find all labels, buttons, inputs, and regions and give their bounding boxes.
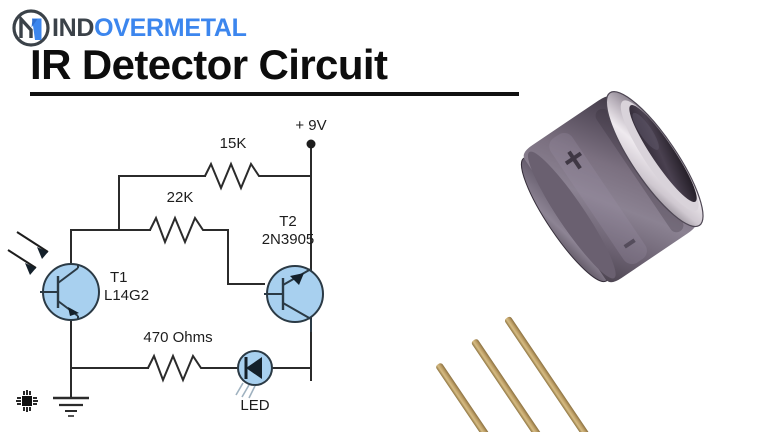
led-symbol: [235, 350, 273, 399]
logo-mark-icon: [8, 6, 56, 50]
t2-ref-label: T2: [279, 213, 297, 230]
t1-ref-label: T1: [110, 269, 128, 286]
resistor-22k-symbol: [149, 215, 209, 245]
brand-logo[interactable]: INDOVERMETAL: [8, 6, 247, 50]
light-arrow-head-1: [37, 247, 48, 259]
supply-node-dot: [306, 139, 316, 149]
ir-detector-photo: [352, 0, 768, 437]
title-underline-rule: [30, 92, 519, 96]
brand-wordmark: INDOVERMETAL: [52, 13, 247, 42]
led-label: LED: [240, 397, 269, 414]
t1-part-label: L14G2: [104, 287, 149, 304]
transistor-t2-symbol: [264, 265, 324, 332]
supply-voltage-label: + 9V: [295, 117, 326, 134]
page-title: IR Detector Circuit: [30, 41, 388, 88]
resistor-470-symbol: [147, 353, 207, 383]
t2-part-label: 2N3905: [262, 231, 315, 248]
can-marking: [564, 150, 583, 170]
ic-chip-icon: [14, 388, 40, 414]
ground-symbol: [53, 396, 89, 417]
light-arrow-head-2: [25, 263, 36, 275]
incident-light-arrows-icon: [7, 231, 49, 269]
phototransistor-t1-symbol: [40, 263, 100, 321]
resistor-22k-label: 22K: [167, 189, 194, 206]
brand-word-blue: OVERMETAL: [94, 13, 247, 42]
resistor-15k-symbol: [204, 161, 264, 191]
resistor-470-label: 470 Ohms: [143, 329, 212, 346]
brand-word-dark: IND: [52, 13, 95, 42]
circuit-diagram: 15K 22K 470 Ohms + 9V T1 L14G2: [0, 104, 380, 432]
resistor-15k-label: 15K: [220, 135, 247, 152]
lens-window: [629, 105, 697, 202]
